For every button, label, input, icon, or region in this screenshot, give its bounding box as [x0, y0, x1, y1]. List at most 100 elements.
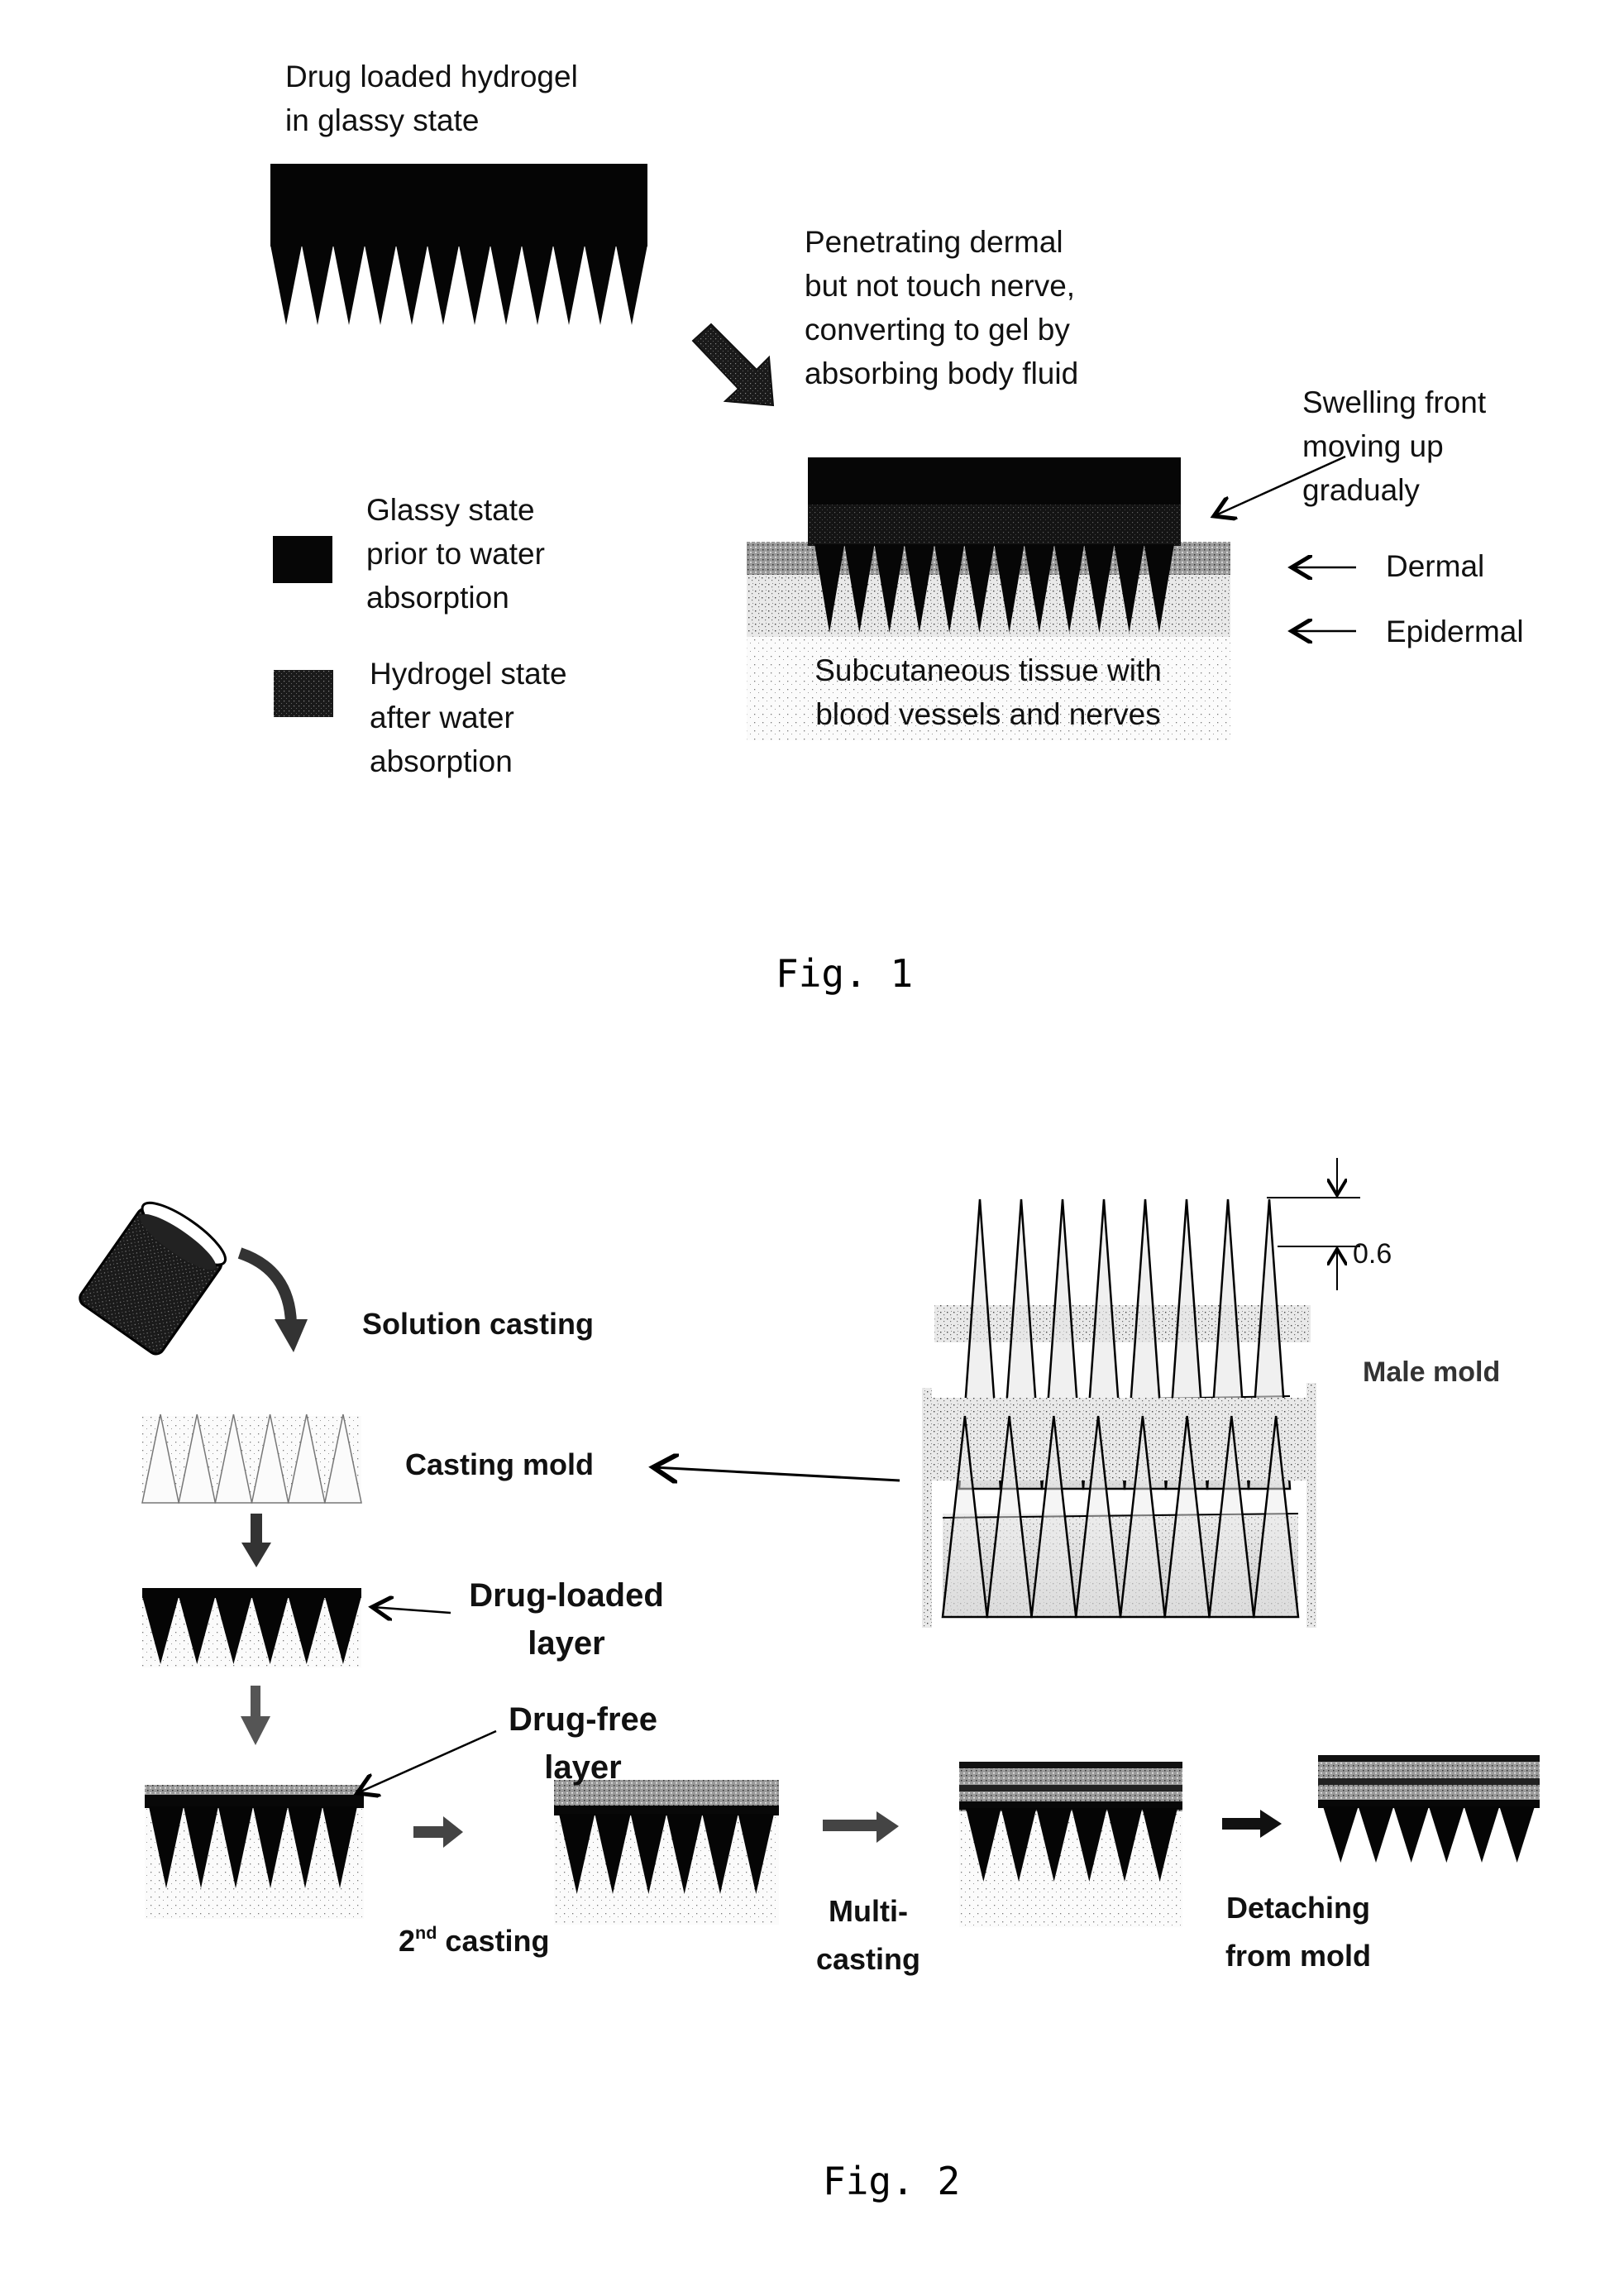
microneedle — [904, 544, 934, 633]
dimension-label: 0.6 — [1353, 1238, 1392, 1270]
microneedle — [459, 245, 490, 325]
mold-cavity — [141, 1414, 180, 1504]
multi-casting-line: Multi- — [829, 1894, 908, 1928]
mold-cone — [1208, 1415, 1255, 1619]
microneedle — [288, 1806, 322, 1888]
microneedle — [142, 1596, 179, 1664]
mold-cavity — [214, 1414, 253, 1504]
microneedle — [1464, 1806, 1500, 1863]
microneedle — [553, 245, 585, 325]
microneedle — [1429, 1806, 1464, 1863]
male-mold-label: Male mold — [1363, 1356, 1501, 1388]
detaching-line: from mold — [1225, 1939, 1371, 1973]
microneedle — [738, 1814, 774, 1894]
microneedle — [1024, 544, 1054, 633]
microneedle — [324, 1596, 361, 1664]
subcutaneous-label-line: Subcutaneous tissue with — [814, 653, 1162, 687]
microneedle — [365, 245, 396, 325]
down-arrow-icon — [241, 1514, 271, 1567]
microneedle — [630, 1814, 666, 1894]
process-note-line: absorbing body fluid — [805, 356, 1079, 390]
second-casting-num: 2 — [399, 1924, 416, 1958]
microneedle — [253, 1806, 288, 1888]
microneedle — [149, 1806, 184, 1888]
microneedle — [1072, 1808, 1107, 1882]
microneedle — [1036, 1808, 1072, 1882]
process-arrow-icon — [691, 323, 775, 407]
pour-arrow-icon — [237, 1247, 308, 1352]
detaching-line: Detaching — [1225, 1891, 1371, 1925]
mold-cone — [1252, 1415, 1300, 1619]
drug-loaded-label: Drug-loaded layer — [447, 1571, 686, 1667]
mold-cavity — [178, 1414, 217, 1504]
microneedle — [302, 245, 333, 325]
drug-loaded-pointer — [372, 1607, 451, 1613]
skin-diagram — [747, 457, 1230, 740]
legend-line: prior to water — [366, 537, 545, 571]
patch-label: Drug loaded hydrogel in glassy state — [285, 55, 578, 142]
mold-cone — [1074, 1415, 1122, 1619]
right-arrow-icon — [1222, 1810, 1282, 1838]
detached-patch — [1318, 1755, 1540, 1863]
microneedle — [215, 1596, 252, 1664]
process-note-line: but not touch nerve, — [805, 269, 1076, 303]
microneedle — [1001, 1808, 1037, 1882]
subcutaneous-label-line: blood vessels and nerves — [815, 697, 1161, 731]
female-mold — [922, 1383, 1316, 1628]
microneedle — [559, 1814, 595, 1894]
mold-cavity — [251, 1414, 289, 1504]
mold-cone — [986, 1415, 1033, 1619]
mold-cavity — [323, 1414, 362, 1504]
microneedle — [1393, 1806, 1429, 1863]
second-casting-sup: nd — [415, 1921, 437, 1943]
detaching-label: Detaching from mold — [1216, 1884, 1381, 1980]
figure-caption-2: Fig. 2 — [823, 2159, 961, 2203]
microneedle — [270, 245, 302, 325]
microneedle — [396, 245, 427, 325]
microneedle — [179, 1596, 216, 1664]
drug-free-line: Drug-free — [508, 1701, 658, 1738]
microneedle — [585, 245, 616, 325]
subcutaneous-layer — [747, 637, 1230, 740]
dermal-label: Dermal — [1386, 549, 1485, 583]
microneedle — [1106, 1808, 1143, 1882]
casting-mold-label: Casting mold — [405, 1447, 595, 1481]
microneedle — [322, 1806, 357, 1888]
drug-free-pointer — [357, 1729, 497, 1793]
microneedle — [218, 1806, 253, 1888]
microneedle — [616, 245, 647, 325]
microneedle — [1144, 544, 1174, 633]
mold-cone — [941, 1415, 989, 1619]
mold-cone — [1030, 1415, 1077, 1619]
legend-swatch-hydrogel — [274, 670, 333, 717]
microneedle — [1114, 544, 1144, 633]
beaker-icon — [79, 1201, 227, 1356]
drug-free-line: layer — [544, 1749, 622, 1786]
swelling-note-line: gradualy — [1302, 473, 1420, 507]
microneedle — [702, 1814, 738, 1894]
epidermal-label: Epidermal — [1386, 615, 1524, 648]
right-arrow-icon — [823, 1811, 899, 1843]
right-arrow-icon — [413, 1816, 463, 1848]
microneedle — [522, 245, 553, 325]
microneedle — [595, 1814, 631, 1894]
microneedle — [333, 245, 365, 325]
microneedle — [288, 1596, 325, 1664]
dimension-marker — [1267, 1158, 1360, 1290]
legend-line: after water — [370, 701, 514, 734]
patch-label-line: in glassy state — [285, 103, 480, 137]
down-arrow-icon — [241, 1686, 270, 1745]
drug-loaded-stack — [142, 1588, 361, 1667]
legend-line: Hydrogel state — [370, 657, 567, 691]
drug-loaded-line: layer — [528, 1625, 605, 1662]
microneedle — [1084, 544, 1115, 633]
solution-casting-label: Solution casting — [362, 1307, 595, 1341]
patch-label-line: Drug loaded hydrogel — [285, 60, 578, 93]
stack-multi-casting — [959, 1762, 1182, 1927]
drug-loaded-line: Drug-loaded — [469, 1577, 664, 1614]
mold-cavity — [287, 1414, 326, 1504]
